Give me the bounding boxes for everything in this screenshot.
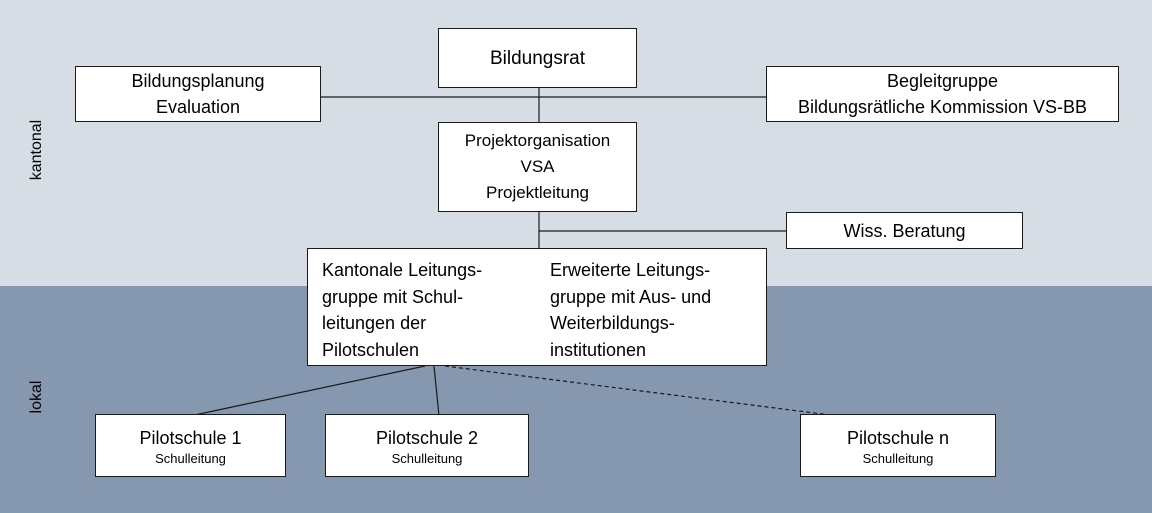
bildungsplanung-box: Bildungsplanung Evaluation <box>75 66 321 122</box>
begleitgruppe-box: Begleitgruppe Bildungsrätliche Kommissio… <box>766 66 1119 122</box>
kantonale-line-2: gruppe mit Schul- <box>322 286 464 307</box>
begleitgruppe-line-2: Bildungsrätliche Kommission VS-BB <box>797 97 1088 117</box>
bildungsrat-label: Bildungsrat <box>489 47 586 69</box>
bildungsrat-box: Bildungsrat <box>438 28 637 88</box>
pilotschule-n-name: Pilotschule n <box>846 427 950 448</box>
erweiterte-line-4: institutionen <box>550 339 647 360</box>
bildungsplanung-line-2: Evaluation <box>155 97 241 117</box>
bildungsplanung-line-1: Bildungsplanung <box>131 71 265 91</box>
projektorganisation-line-1: Projektorganisation <box>464 131 611 150</box>
connector-pilot-2 <box>433 365 440 417</box>
leitungsgruppe-box <box>307 248 767 366</box>
pilotschule-1-name: Pilotschule 1 <box>139 427 242 448</box>
erweiterte-line-2: gruppe mit Aus- und <box>550 286 712 307</box>
connector-pilot-n <box>444 365 839 417</box>
begleitgruppe-line-1: Begleitgruppe <box>886 71 999 91</box>
pilotschule-2-name: Pilotschule 2 <box>375 427 479 448</box>
pilotschule-n-sub: Schulleitung <box>862 450 934 466</box>
projektorganisation-box: Projektorganisation VSA Projektleitung <box>438 122 637 212</box>
pilotschule-2-sub: Schulleitung <box>391 450 463 466</box>
kantonale-leitungsgruppe-text: Kantonale Leitungs- gruppe mit Schul- le… <box>322 257 482 363</box>
erweiterte-line-3: Weiterbildungs- <box>550 313 675 333</box>
pilotschule-1-box: Pilotschule 1 Schulleitung <box>95 414 286 477</box>
projektorganisation-line-3: Projektleitung <box>485 183 589 202</box>
wiss-beratung-label: Wiss. Beratung <box>843 220 966 241</box>
connector-pilot-1 <box>189 365 426 417</box>
kantonale-line-1: Kantonale Leitungs- <box>322 260 483 280</box>
kantonale-line-4: Pilotschulen <box>322 339 420 360</box>
wiss-beratung-box: Wiss. Beratung <box>786 212 1023 249</box>
pilotschule-n-box: Pilotschule n Schulleitung <box>800 414 996 477</box>
projektorganisation-line-2: VSA <box>520 157 555 176</box>
erweiterte-leitungsgruppe-text: Erweiterte Leitungs- gruppe mit Aus- und… <box>550 257 711 363</box>
erweiterte-line-1: Erweiterte Leitungs- <box>550 260 711 280</box>
kantonale-line-3: leitungen der <box>322 313 427 333</box>
pilotschule-1-sub: Schulleitung <box>155 450 226 466</box>
pilotschule-2-box: Pilotschule 2 Schulleitung <box>325 414 529 477</box>
